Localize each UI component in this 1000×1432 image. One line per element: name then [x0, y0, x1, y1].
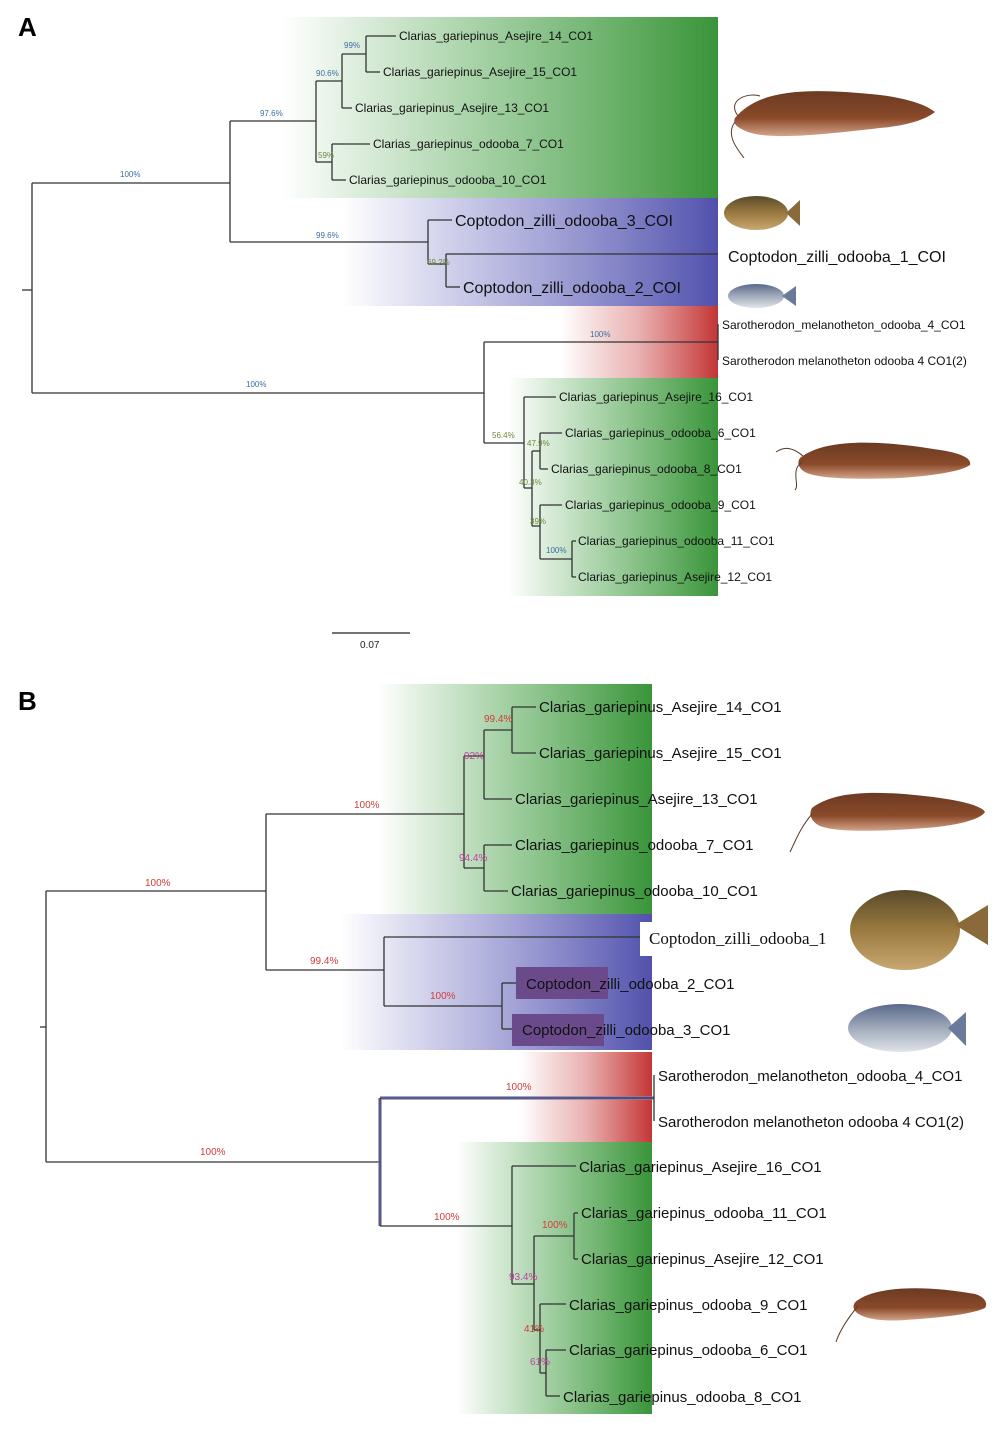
tree-a-tips: Clarias_gariepinus_Asejire_14_CO1 Claria…	[349, 29, 967, 584]
support-label: 100%	[590, 330, 610, 339]
tilapia-image	[850, 890, 988, 970]
support-label: 59%	[318, 151, 334, 160]
tip-label: Clarias_gariepinus_Asejire_13_CO1	[355, 101, 549, 115]
tilapia-image	[848, 1004, 966, 1052]
clade-box-clarias-a2	[508, 378, 718, 596]
support-label: 100%	[542, 1220, 568, 1231]
tip-label: Clarias_gariepinus_odooba_8_CO1	[563, 1389, 802, 1406]
clade-box-clarias-a1	[282, 17, 718, 198]
catfish-image	[835, 1288, 987, 1343]
tip-label: Sarotherodon melanotheton odooba 4 CO1(2…	[658, 1114, 964, 1131]
tip-label: Clarias_gariepinus_odooba_10_CO1	[511, 883, 758, 900]
clade-box-coptodon-a	[342, 198, 718, 306]
support-label: 100%	[434, 1212, 460, 1223]
tip-label: Clarias_gariepinus_Asejire_14_CO1	[399, 29, 593, 43]
support-label: 93.4%	[509, 1272, 537, 1283]
support-label: 99.6%	[316, 231, 339, 240]
tip-label: Coptodon_zilli_odooba_3_CO1	[522, 1022, 731, 1039]
support-label: 90.6%	[316, 69, 339, 78]
support-label: 100%	[354, 800, 380, 811]
support-label: 40.3%	[519, 478, 542, 487]
tilapia-image	[724, 196, 800, 230]
support-label: 69.2%	[427, 258, 450, 267]
catfish-image	[789, 792, 985, 853]
tip-label: Clarias_gariepinus_Asejire_16_CO1	[559, 390, 753, 404]
tip-label: Coptodon_zilli_odooba_1_COI	[728, 249, 946, 266]
support-label: 100%	[506, 1082, 532, 1093]
tip-label: Clarias_gariepinus_odooba_6_CO1	[565, 426, 756, 440]
tip-label: Clarias_gariepinus_odooba_11_CO1	[578, 534, 775, 548]
catfish-image	[775, 442, 971, 491]
tree-b-support: 99.4% 92% 94.4% 100% 100% 99.4% 100% 100…	[145, 714, 568, 1368]
tip-label: Clarias_gariepinus_odooba_7_CO1	[373, 137, 564, 151]
tip-label: Clarias_gariepinus_Asejire_15_CO1	[383, 65, 577, 79]
tip-label: Clarias_gariepinus_odooba_11_CO1	[581, 1205, 827, 1222]
tip-label: Coptodon_zilli_odooba_3_COI	[455, 213, 673, 230]
tip-label: Coptodon_zilli_odooba_2_COI	[463, 280, 681, 297]
scale-label: 0.07	[360, 640, 380, 651]
tip-label: Clarias_gariepinus_odooba_10_CO1	[349, 173, 547, 187]
support-label: 99.4%	[484, 714, 512, 725]
support-label: 100%	[120, 170, 140, 179]
tip-label: Sarotherodon_melanotheton_odooba_4_CO1	[658, 1068, 962, 1085]
tip-label: Clarias_gariepinus_Asejire_12_CO1	[581, 1251, 824, 1268]
clade-box-clarias-b2	[456, 1142, 652, 1414]
support-label: 94.4%	[459, 853, 487, 864]
tip-label: Clarias_gariepinus_Asejire_16_CO1	[579, 1159, 822, 1176]
support-label: 61%	[530, 1357, 550, 1368]
tree-a-support: 99% 90.6% 97.6% 59% 100% 99.6% 69.2% 100…	[120, 41, 610, 555]
tip-label: Clarias_gariepinus_odooba_9_CO1	[569, 1297, 808, 1314]
support-label: 100%	[546, 546, 566, 555]
support-label: 47.9%	[527, 439, 550, 448]
tilapia-image	[728, 284, 796, 308]
tip-label: Clarias_gariepinus_odooba_8_CO1	[551, 462, 742, 476]
support-label: 39%	[530, 517, 546, 526]
panel-a-letter: A	[18, 12, 37, 42]
tip-label: Clarias_gariepinus_odooba_9_CO1	[565, 498, 756, 512]
tip-label: Sarotherodon melanotheton odooba 4 CO1(2…	[722, 354, 967, 368]
tip-label: Clarias_gariepinus_odooba_7_CO1	[515, 837, 754, 854]
tree-a-branches	[22, 35, 719, 578]
highlight-box	[512, 1014, 604, 1046]
highlight-box	[516, 967, 608, 999]
support-label: 100%	[430, 991, 456, 1002]
support-label: 41%	[524, 1324, 544, 1335]
tip-label: Clarias_gariepinus_Asejire_15_CO1	[539, 745, 782, 762]
support-label: 92%	[464, 751, 484, 762]
support-label: 99%	[344, 41, 360, 50]
panel-b-letter: B	[18, 686, 37, 716]
clade-box-clarias-b1	[378, 684, 652, 914]
tip-label: Clarias_gariepinus_Asejire_13_CO1	[515, 791, 758, 808]
tree-b-branches	[40, 706, 655, 1397]
tip-label: Clarias_gariepinus_odooba_6_CO1	[569, 1342, 808, 1359]
tip-label: Clarias_gariepinus_Asejire_12_CO1	[578, 570, 772, 584]
support-label: 97.6%	[260, 109, 283, 118]
tip-label: Sarotherodon_melanotheton_odooba_4_CO1	[722, 318, 966, 332]
tip-label: Clarias_gariepinus_Asejire_14_CO1	[539, 699, 782, 716]
tip-label: Coptodon_zilli_odooba_1	[649, 929, 827, 948]
support-label: 100%	[246, 380, 266, 389]
tree-b-tips: Clarias_gariepinus_Asejire_14_CO1 Claria…	[511, 699, 964, 1406]
support-label: 56.4%	[492, 431, 515, 440]
label-background	[640, 922, 850, 956]
tip-label: Coptodon_zilli_odooba_2_CO1	[526, 976, 735, 993]
support-label: 99.4%	[310, 956, 338, 967]
support-label: 100%	[145, 878, 171, 889]
catfish-image	[730, 91, 935, 159]
support-label: 100%	[200, 1147, 226, 1158]
